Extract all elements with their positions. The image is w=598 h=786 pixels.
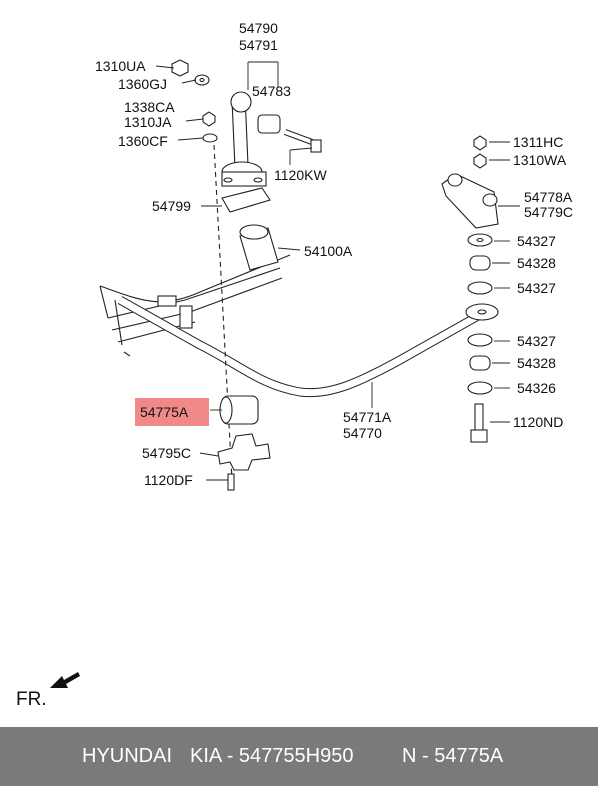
bracket-54778A — [441, 173, 499, 229]
callout-54327-c: 54327 — [517, 333, 556, 349]
highlight-box — [135, 398, 209, 426]
callout-54795C: 54795C — [142, 445, 191, 461]
front-arrow-icon — [50, 672, 80, 688]
bushing-54783 — [257, 114, 281, 134]
callout-54778A: 54778A — [524, 189, 573, 205]
callout-54791: 54791 — [239, 37, 278, 53]
callout-1310UA: 1310UA — [95, 58, 146, 74]
front-direction-indicator: FR. — [16, 672, 80, 710]
callout-1310JA: 1310JA — [124, 114, 172, 130]
clamp-54795C — [217, 433, 271, 471]
bolt-1120DF — [227, 473, 235, 491]
front-label: FR. — [16, 689, 47, 710]
leader-lines — [155, 61, 520, 481]
footer-bar: HYUNDAI KIA - 547755H950 N - 54775A — [0, 727, 598, 786]
callout-1120DF: 1120DF — [144, 472, 193, 488]
spring-bumper — [239, 224, 279, 271]
fastener-stack-right — [467, 135, 493, 443]
callout-54779C: 54779C — [524, 204, 573, 220]
callout-54771A: 54771A — [343, 409, 392, 425]
callout-54783: 54783 — [252, 83, 291, 99]
callout-1311HC: 1311HC — [513, 134, 563, 150]
callout-54799: 54799 — [152, 198, 191, 214]
bolt-1120KW — [283, 129, 322, 153]
callout-54100A: 54100A — [304, 243, 353, 259]
diagram-drawing: 54790 54791 1310UA 1360GJ 54783 1338CA 1… — [16, 20, 573, 710]
callout-1120KW: 1120KW — [274, 167, 327, 183]
callout-54326: 54326 — [517, 380, 556, 396]
bracket-upper — [221, 91, 267, 187]
callout-54790: 54790 — [239, 20, 278, 36]
callout-54327-b: 54327 — [517, 280, 556, 296]
callout-54328-a: 54328 — [517, 255, 556, 271]
callout-1360GJ: 1360GJ — [118, 76, 167, 92]
bushing-54775A — [219, 395, 259, 425]
footer-part-number: N - 54775A — [402, 745, 504, 767]
callout-1310WA: 1310WA — [513, 152, 567, 168]
callout-54770: 54770 — [343, 425, 382, 441]
callout-54328-b: 54328 — [517, 355, 556, 371]
callout-54327-a: 54327 — [517, 233, 556, 249]
fasteners-left-top — [171, 59, 218, 143]
footer-brand: HYUNDAI — [82, 745, 173, 767]
callout-1120ND: 1120ND — [513, 414, 563, 430]
callout-1360CF: 1360CF — [118, 133, 168, 149]
pad-54799 — [221, 187, 271, 213]
footer-oem-number: KIA - 547755H950 — [190, 745, 354, 767]
callout-54775A: 54775A — [140, 404, 189, 420]
callout-1338CA: 1338CA — [124, 99, 175, 115]
